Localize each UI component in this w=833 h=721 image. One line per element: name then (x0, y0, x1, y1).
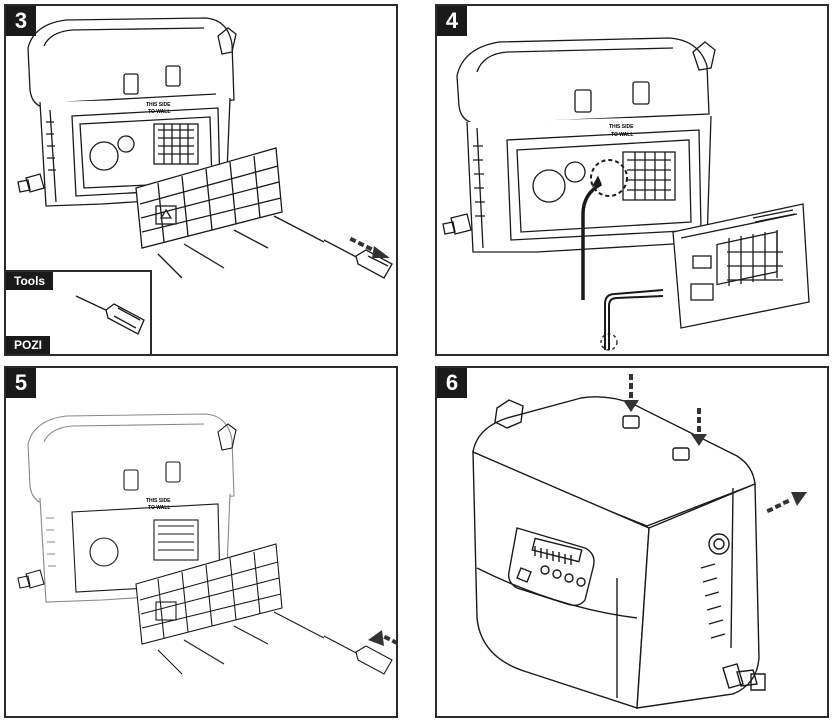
step-6-illustration (472, 374, 807, 709)
screwdriver-type-label: POZI (6, 336, 51, 354)
step-4-illustration: THIS SIDE TO WALL (442, 37, 810, 351)
unit-label-line-2: TO WALL (148, 109, 170, 115)
step-number-badge: 6 (437, 368, 467, 398)
step-number-badge: 4 (437, 6, 467, 36)
step-4-panel: THIS SIDE TO WALL 4 (435, 4, 829, 356)
tools-inset: Tools POZI (6, 270, 152, 354)
step-5-illustration: THIS SIDE TO WALL (17, 413, 396, 675)
unit-label-line-1: THIS SIDE (146, 498, 171, 504)
step-3-illustration: THIS SIDE TO WALL (17, 17, 393, 279)
step-number-badge: 3 (6, 6, 36, 36)
unit-label-line-2: TO WALL (611, 132, 633, 138)
step-number-badge: 5 (6, 368, 36, 398)
pozi-screwdriver-icon (75, 295, 145, 335)
step-5-panel: THIS SIDE TO WALL 5 (4, 366, 398, 718)
step-3-panel: THIS SIDE TO WALL 3 Tools POZI (4, 4, 398, 356)
unit-label-line-1: THIS SIDE (146, 102, 171, 108)
unit-label-line-1: THIS SIDE (609, 124, 634, 130)
tools-title: Tools (6, 272, 54, 290)
unit-label-line-2: TO WALL (148, 505, 170, 511)
step-6-panel: 6 (435, 366, 829, 718)
